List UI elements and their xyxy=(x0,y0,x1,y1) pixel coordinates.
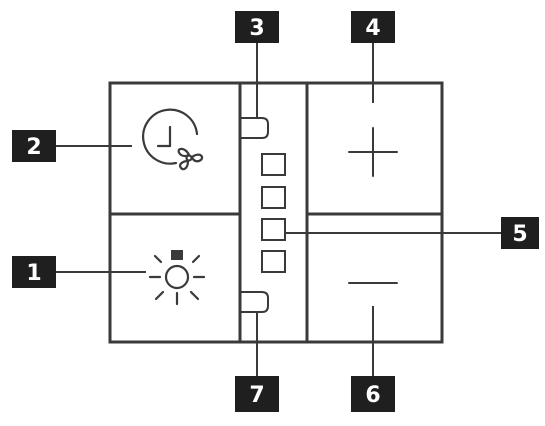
plus-icon xyxy=(348,127,398,177)
increase-button[interactable] xyxy=(309,85,440,213)
level-indicators xyxy=(261,153,286,273)
callout-label: 3 xyxy=(249,16,264,41)
callout-label: 1 xyxy=(26,261,41,286)
callout-5: 5 xyxy=(501,217,539,249)
level-indicator xyxy=(261,218,286,241)
callout-2: 2 xyxy=(12,130,56,162)
lamp-icon xyxy=(148,250,206,306)
level-indicator xyxy=(261,153,286,176)
decrease-button[interactable] xyxy=(309,216,440,340)
control-panel xyxy=(108,81,444,344)
level-indicator xyxy=(261,250,286,273)
indicator-light-bottom xyxy=(241,291,269,313)
callout-label: 7 xyxy=(249,383,264,408)
callout-7: 7 xyxy=(235,376,279,412)
callout-label: 2 xyxy=(26,135,41,160)
callout-3: 3 xyxy=(235,11,279,43)
fan-timer-button[interactable] xyxy=(112,85,239,213)
callout-label: 6 xyxy=(365,383,380,408)
level-indicator xyxy=(261,186,286,209)
callout-label: 5 xyxy=(512,222,527,247)
callout-label: 4 xyxy=(365,16,380,41)
callout-4: 4 xyxy=(351,11,395,43)
callout-6: 6 xyxy=(351,376,395,412)
light-button[interactable] xyxy=(112,216,239,340)
leader-lines xyxy=(56,43,501,376)
callout-1: 1 xyxy=(12,256,56,288)
clock-fan-icon xyxy=(142,108,204,171)
indicator-light-top xyxy=(241,117,269,139)
